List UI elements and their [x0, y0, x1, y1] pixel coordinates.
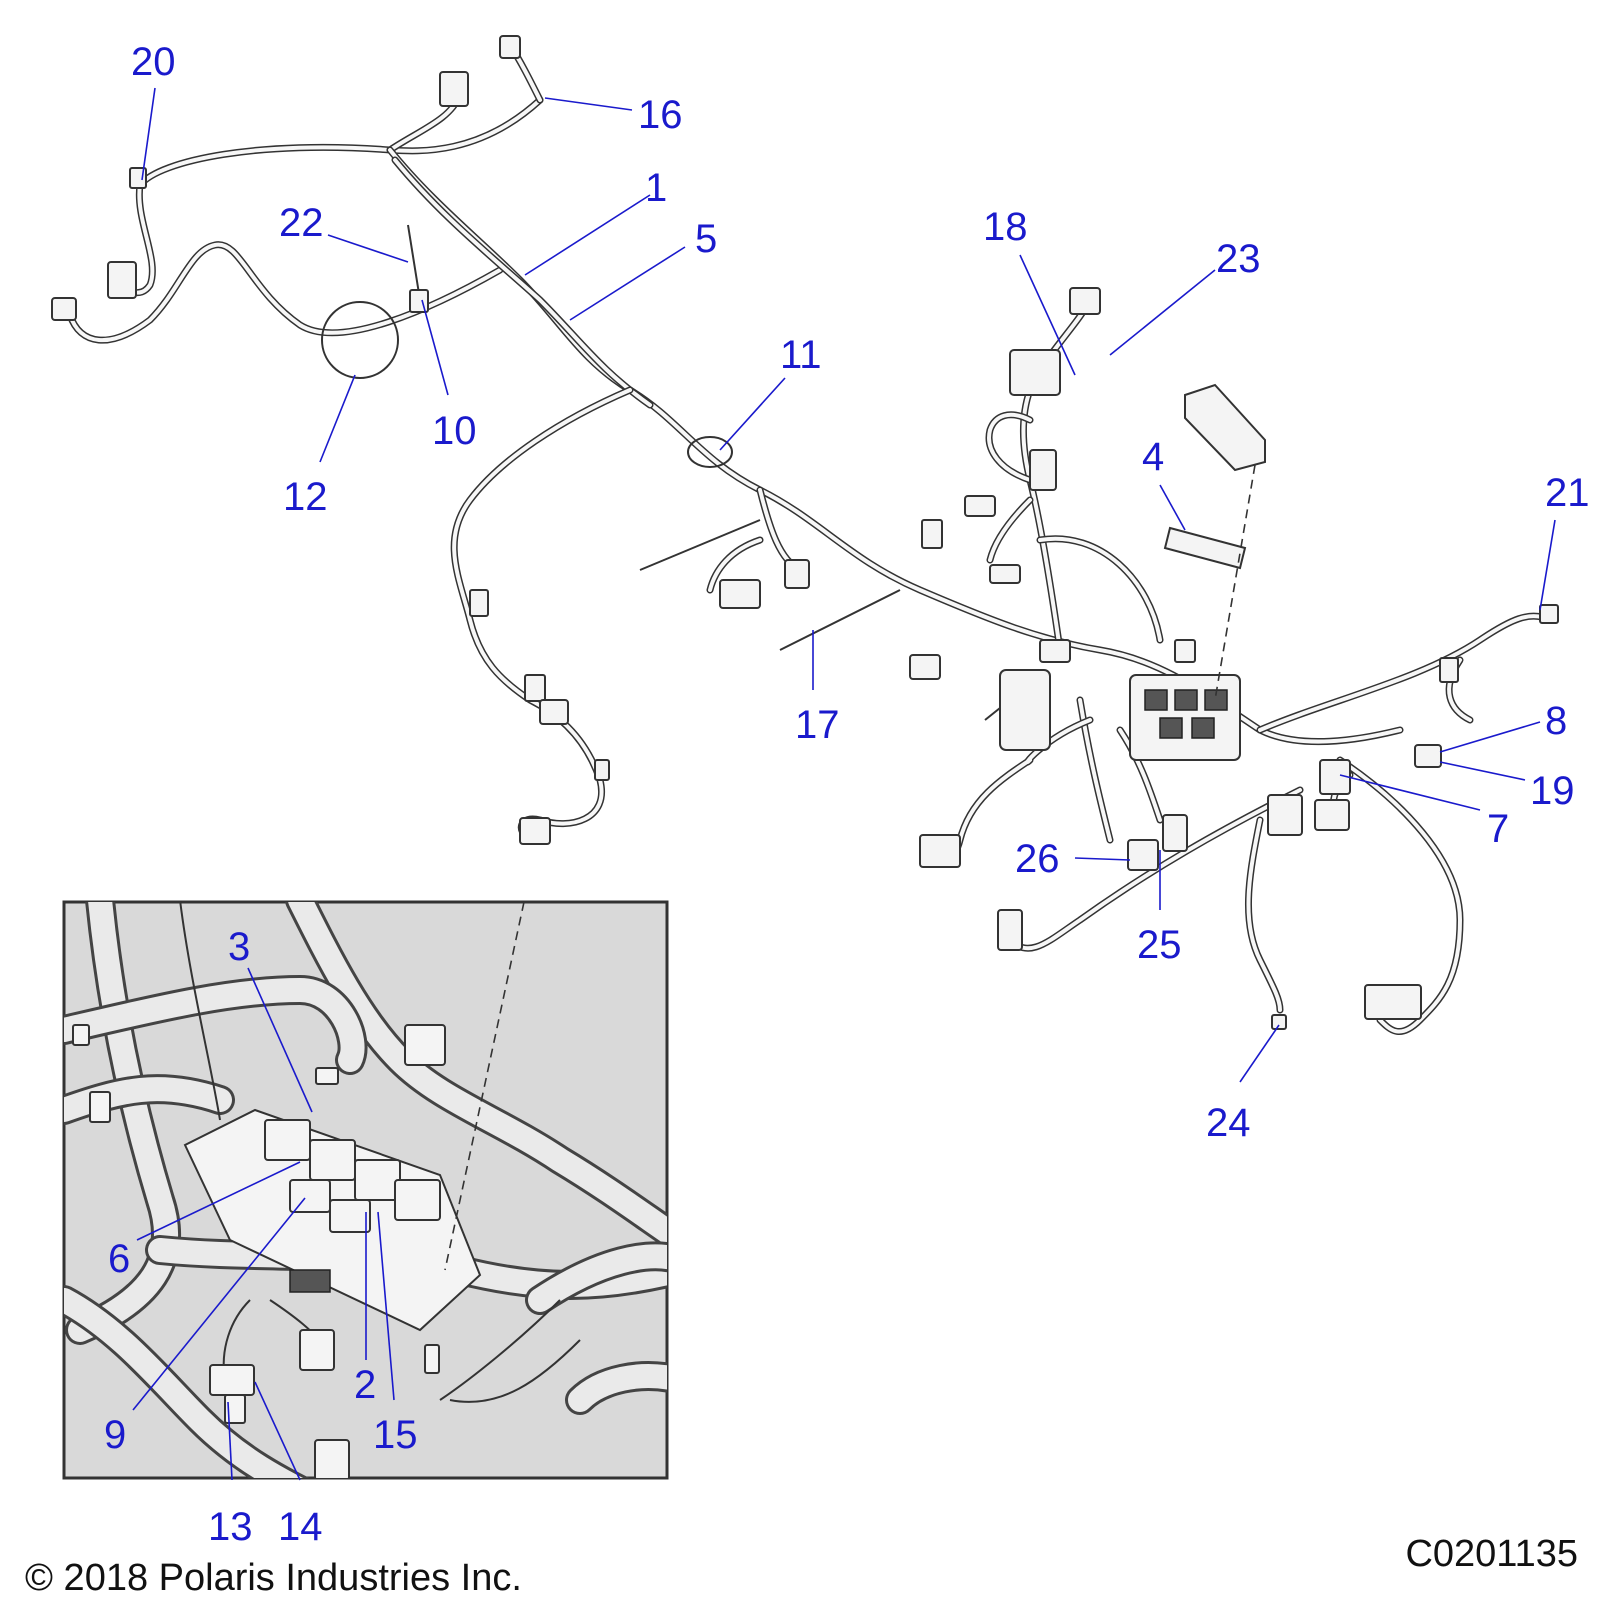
callout-26: 26: [1015, 837, 1060, 881]
callout-25: 25: [1137, 923, 1182, 967]
callout-21: 21: [1545, 471, 1590, 515]
fuse-box-detail-inset: [62, 900, 669, 1481]
callout-labels: 20 16 1 22 5 18 23 11 10 12 4 21 17 8 19…: [104, 40, 1590, 1549]
connectors: [51, 35, 1559, 1030]
callout-16: 16: [638, 93, 683, 137]
copyright-text: © 2018 Polaris Industries Inc.: [25, 1557, 522, 1599]
callout-5: 5: [695, 217, 717, 261]
callout-24: 24: [1206, 1101, 1251, 1145]
callout-1: 1: [645, 166, 667, 210]
callout-11: 11: [780, 333, 822, 377]
cover-guide-line: [1214, 464, 1256, 701]
callout-13: 13: [208, 1505, 253, 1549]
callout-15: 15: [373, 1413, 418, 1457]
callout-12: 12: [283, 475, 328, 519]
callout-23: 23: [1216, 237, 1261, 281]
callout-2: 2: [354, 1363, 376, 1407]
callout-20: 20: [131, 40, 176, 84]
callout-9: 9: [104, 1413, 126, 1457]
main-harness: [66, 41, 1554, 1035]
callout-3: 3: [228, 925, 250, 969]
callout-4: 4: [1142, 435, 1164, 479]
callout-8: 8: [1545, 699, 1567, 743]
callout-7: 7: [1487, 807, 1509, 851]
callout-19: 19: [1530, 769, 1575, 813]
callout-14: 14: [278, 1505, 323, 1549]
callout-6: 6: [108, 1237, 130, 1281]
callout-22: 22: [279, 201, 324, 245]
callout-17: 17: [795, 703, 840, 747]
callout-18: 18: [983, 205, 1028, 249]
callout-10: 10: [432, 409, 477, 453]
leader-lines: [141, 87, 1556, 1083]
drawing-code: C0201135: [1405, 1533, 1578, 1575]
